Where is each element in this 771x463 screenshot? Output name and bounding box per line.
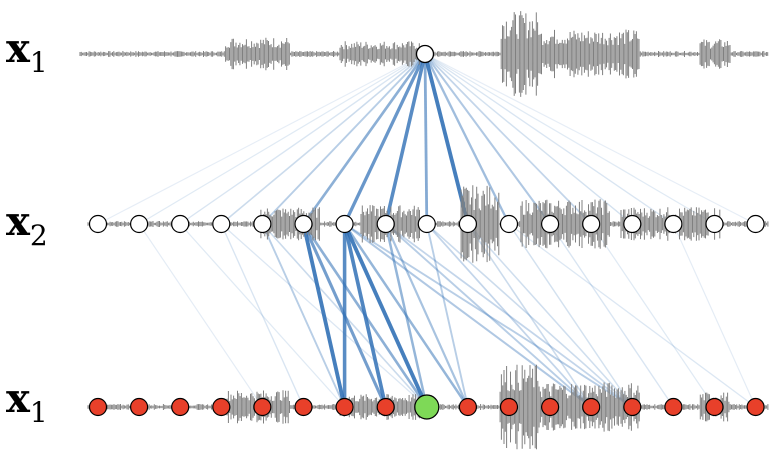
attention-edge-middle-bottom bbox=[672, 223, 757, 408]
node-middle bbox=[212, 214, 231, 234]
attention-edge-top-middle bbox=[423, 53, 429, 225]
node-top bbox=[415, 44, 435, 64]
attention-edge-top-middle bbox=[179, 53, 426, 225]
nodes-layer bbox=[88, 44, 765, 420]
node-middle bbox=[582, 214, 601, 234]
node-bottom bbox=[294, 397, 313, 417]
node-bottom bbox=[540, 397, 560, 417]
node-middle bbox=[294, 214, 313, 234]
attention-edge-middle-bottom bbox=[385, 223, 592, 408]
attention-edge-middle-bottom bbox=[549, 223, 674, 408]
node-bottom bbox=[746, 397, 765, 417]
node-middle bbox=[253, 214, 272, 234]
attention-edge-middle-bottom bbox=[220, 223, 428, 408]
attention-edge-middle-bottom bbox=[384, 223, 429, 408]
attention-edge-top-middle bbox=[261, 53, 426, 225]
node-middle bbox=[705, 214, 724, 234]
attention-edge-top-middle bbox=[220, 53, 426, 225]
node-bottom bbox=[623, 397, 642, 417]
attention-edge-top-middle bbox=[424, 53, 592, 225]
attention-edge-middle-bottom bbox=[426, 223, 592, 408]
waveform-top bbox=[79, 11, 769, 97]
attention-edge-top-middle bbox=[424, 53, 674, 225]
node-middle bbox=[171, 214, 190, 234]
attention-edge-top-middle bbox=[97, 53, 426, 225]
node-bottom bbox=[705, 397, 724, 417]
node-bottom bbox=[253, 397, 272, 417]
attention-edge-middle-bottom bbox=[138, 223, 263, 408]
node-bottom bbox=[582, 397, 601, 417]
row-label-top: x1 bbox=[6, 25, 48, 79]
node-middle bbox=[664, 214, 683, 234]
attention-edge-top-middle bbox=[302, 53, 427, 225]
attention-edge-top-middle bbox=[424, 53, 551, 225]
node-bottom bbox=[458, 397, 477, 417]
attention-edge-middle-bottom bbox=[343, 223, 592, 408]
node-bottom bbox=[130, 397, 149, 417]
node-middle bbox=[335, 214, 354, 234]
node-bottom bbox=[171, 397, 190, 417]
row-label-bottom: x1 bbox=[6, 375, 48, 429]
node-bottom bbox=[212, 397, 231, 417]
attention-edge-top-middle bbox=[424, 53, 756, 225]
node-middle bbox=[499, 214, 519, 234]
attention-edge-middle-bottom bbox=[342, 223, 388, 408]
node-middle bbox=[88, 214, 108, 234]
attention-edge-middle-bottom bbox=[467, 223, 633, 408]
node-middle bbox=[540, 214, 560, 234]
attention-edge-top-middle bbox=[424, 53, 715, 225]
node-bottom bbox=[664, 397, 683, 417]
node-middle bbox=[130, 214, 149, 234]
node-middle bbox=[623, 214, 642, 234]
attention-edge-top-middle bbox=[383, 53, 427, 225]
node-bottom-highlighted bbox=[414, 394, 440, 420]
edges-layer bbox=[97, 53, 757, 408]
node-bottom bbox=[335, 397, 354, 417]
attention-edge-top-middle bbox=[343, 53, 427, 225]
attention-edge-top-middle bbox=[423, 53, 511, 225]
attention-edge-middle-bottom bbox=[590, 223, 716, 408]
attention-edge-middle-bottom bbox=[342, 223, 429, 408]
attention-edge-middle-bottom bbox=[467, 223, 592, 408]
node-bottom bbox=[376, 397, 395, 417]
attention-edge-middle-bottom bbox=[261, 223, 346, 408]
row-label-middle: x2 bbox=[6, 198, 48, 252]
attention-edge-middle-bottom bbox=[179, 223, 346, 408]
attention-edge-top-middle bbox=[424, 53, 633, 225]
node-middle bbox=[376, 214, 395, 234]
node-bottom bbox=[88, 397, 108, 417]
node-middle bbox=[746, 214, 765, 234]
node-middle bbox=[417, 214, 436, 234]
attention-edge-middle-bottom bbox=[508, 223, 633, 408]
attention-edge-middle-bottom bbox=[385, 223, 633, 408]
attention-edge-middle-bottom bbox=[301, 223, 347, 408]
attention-edge-top-middle bbox=[138, 53, 426, 225]
attention-edge-middle-bottom bbox=[261, 223, 428, 408]
node-middle bbox=[458, 214, 477, 234]
attention-edge-middle-bottom bbox=[220, 223, 305, 408]
attention-edge-middle-bottom bbox=[425, 223, 469, 408]
attention-edge-middle-bottom bbox=[508, 223, 756, 408]
attention-edge-middle-bottom bbox=[384, 223, 469, 408]
node-bottom bbox=[499, 397, 519, 417]
